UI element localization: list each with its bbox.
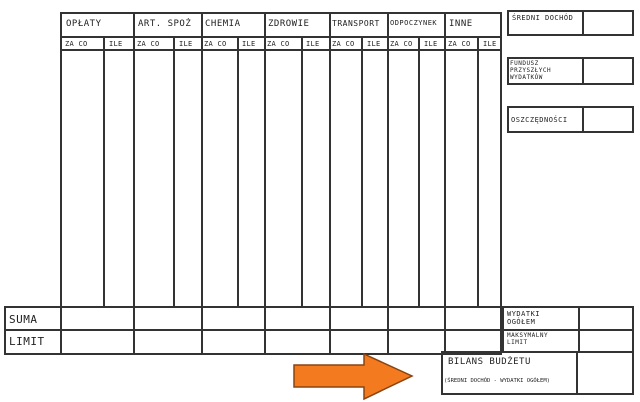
balance-title: BILANS BUDŻETU — [448, 357, 531, 367]
fund-label: FUNDUSZ PRZYSZŁYCH WYDATKÓW — [510, 60, 552, 81]
expense-grid — [60, 12, 502, 355]
balance-formula: (ŚREDNI DOCHÓD - WYDATKI OGÓŁEM) — [444, 378, 550, 384]
savings-label: OSZCZĘDNOŚCI — [511, 116, 568, 124]
summary-mid-line — [4, 329, 634, 331]
col-divider — [387, 12, 389, 355]
row-label-limit: LIMIT — [9, 335, 45, 348]
subheader-how-much: ILE — [367, 40, 381, 48]
subcol-divider — [477, 36, 479, 306]
category-header-art-spoz: ART. SPOŻ — [138, 19, 192, 29]
subheader-what: ZA CO — [448, 40, 471, 48]
subcol-divider — [103, 36, 105, 306]
subheader-how-much: ILE — [242, 40, 256, 48]
subheader-what: ZA CO — [204, 40, 227, 48]
savings-box — [507, 106, 634, 133]
savings-divider — [582, 106, 584, 133]
summary-top-line — [4, 306, 634, 308]
category-header-inne: INNE — [449, 19, 473, 29]
summary-side-divider — [578, 306, 580, 353]
subheader-what: ZA CO — [65, 40, 88, 48]
col-divider — [329, 12, 331, 355]
subcol-divider — [418, 36, 420, 306]
balance-divider — [576, 351, 578, 395]
avg-income-label: ŚREDNI DOCHÓD — [512, 14, 574, 22]
subheader-what: ZA CO — [267, 40, 290, 48]
category-header-chemia: CHEMIA — [205, 19, 241, 29]
subheader-what: ZA CO — [332, 40, 355, 48]
fund-box — [507, 57, 634, 85]
avg-income-box — [507, 10, 634, 36]
avg-income-divider — [582, 10, 584, 36]
subheader-how-much: ILE — [483, 40, 497, 48]
category-header-transport: TRANSPORT — [332, 19, 380, 28]
col-divider — [201, 12, 203, 355]
row-label-sum: SUMA — [9, 313, 38, 326]
col-divider — [444, 12, 446, 355]
category-header-oplaty: OPŁATY — [66, 19, 102, 29]
subheader-what: ZA CO — [137, 40, 160, 48]
grid-header-line — [60, 36, 502, 38]
fund-divider — [582, 57, 584, 85]
subheader-how-much: ILE — [179, 40, 193, 48]
subheader-how-much: ILE — [109, 40, 123, 48]
total-expenses-label: WYDATKI OGÓŁEM — [507, 310, 541, 326]
subheader-how-much: ILE — [306, 40, 320, 48]
subcol-divider — [173, 36, 175, 306]
subheader-how-much: ILE — [424, 40, 438, 48]
category-header-zdrowie: ZDROWIE — [268, 19, 310, 29]
subcol-divider — [361, 36, 363, 306]
balance-box — [441, 351, 634, 395]
col-divider — [264, 12, 266, 355]
subheader-what: ZA CO — [390, 40, 413, 48]
subcol-divider — [301, 36, 303, 306]
max-limit-label: MAKSYMALNY LIMIT — [507, 332, 549, 346]
subcol-divider — [237, 36, 239, 306]
col-divider — [133, 12, 135, 355]
grid-subheader-line — [60, 49, 502, 51]
arrow-right-icon — [293, 352, 414, 401]
category-header-odpoczynek: ODPOCZYNEK — [390, 19, 438, 27]
